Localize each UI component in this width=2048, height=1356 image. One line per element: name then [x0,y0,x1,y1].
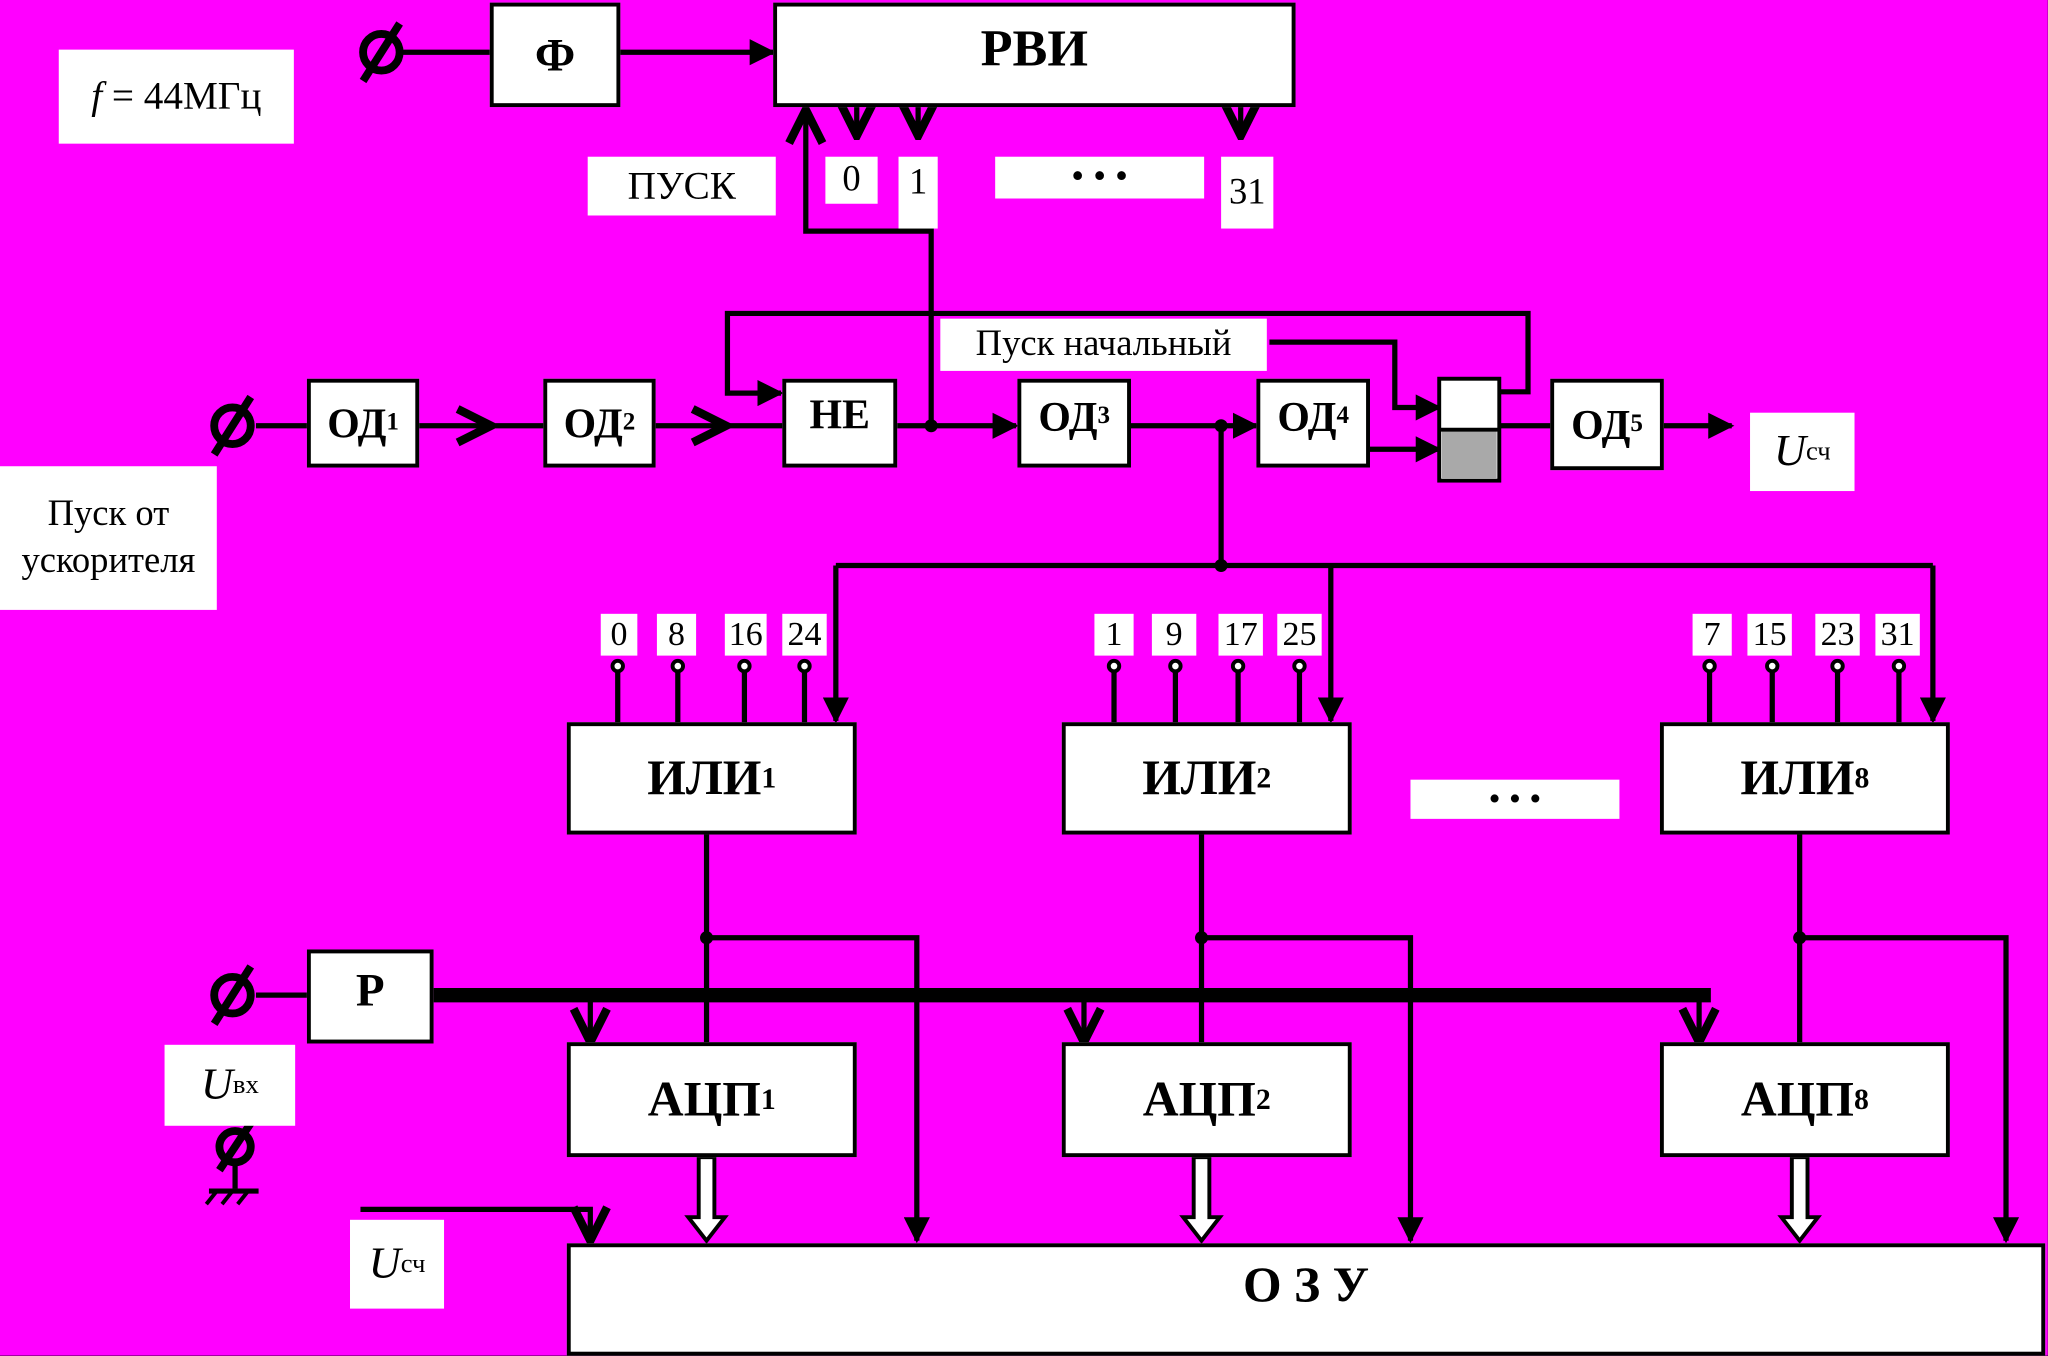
frequency-label: f = 44МГц [58,49,294,144]
trigger-flipflop [1437,376,1502,483]
block-ne-label: НЕ [809,389,870,437]
block-rvi: РВИ [773,2,1296,108]
or1-input-label: 0 [600,613,638,656]
or8-input-label: 7 [1692,613,1732,656]
frequency-symbol: f [91,74,103,118]
block-od1-index: 1 [386,408,399,437]
u-counter-input-symbol: U [368,1239,401,1288]
or8-input-label: 31 [1875,613,1920,656]
block-r-label: Р [355,963,385,1017]
block-adc2-label: АЦП [1142,1072,1256,1128]
block-adc8-index: 8 [1853,1082,1869,1116]
rvi-output-31: 31 [1221,156,1274,229]
or1-input-label: 8 [656,613,697,656]
rvi-output-0: 0 [825,156,878,204]
initial-start-label: Пуск начальный [940,318,1267,371]
block-or8-index: 8 [1854,761,1870,795]
block-r: Р [306,949,434,1044]
block-phi: Ф [489,2,621,108]
or-blocks-ellipsis: • • • [1410,779,1620,819]
block-od2-index: 2 [622,408,636,437]
block-od1-label: ОД [327,398,387,446]
block-od4-index: 4 [1336,402,1350,430]
rvi-output-1: 1 [898,156,938,229]
frequency-value: = 44МГц [111,74,262,118]
block-or2-index: 2 [1256,761,1272,795]
block-or2-label: ИЛИ [1142,750,1257,806]
or2-input-label: 25 [1277,613,1322,656]
u-input-subscript: вх [232,1070,259,1099]
block-ozu: О З У [566,1243,2046,1356]
block-ozu-label: О З У [1242,1257,1370,1313]
accelerator-start-line2: ускорителя [21,540,196,582]
or2-input-label: 9 [1151,613,1197,656]
or8-input-label: 15 [1747,613,1792,656]
u-input-symbol: U [200,1060,233,1109]
terminal-icon [210,21,404,1173]
u-counter-output-symbol: U [1773,427,1806,476]
block-phi-label: Ф [534,28,576,81]
u-counter-output-subscript: сч [1805,436,1831,466]
or8-input-label: 23 [1815,613,1860,656]
start-label: ПУСК [587,156,776,216]
block-adc1-index: 1 [760,1082,776,1116]
block-od2-label: ОД [563,398,623,446]
or2-input-label: 17 [1218,613,1263,656]
block-rvi-label: РВИ [980,17,1089,77]
rvi-outputs-ellipsis: • • • [995,156,1205,199]
block-od3-index: 3 [1097,402,1111,430]
accelerator-start-line1: Пуск от [47,493,170,534]
block-od5-label: ОД [1571,400,1631,448]
block-adc8-label: АЦП [1740,1072,1854,1128]
u-counter-input-subscript: сч [400,1249,426,1278]
block-adc1-label: АЦП [647,1072,761,1128]
block-or1-index: 1 [761,761,777,795]
block-od3-label: ОД [1038,392,1098,440]
block-or8-label: ИЛИ [1740,750,1855,806]
or1-input-label: 24 [782,613,827,656]
block-adc2-index: 2 [1255,1082,1271,1116]
accelerator-start-label: Пуск от ускорителя [0,466,217,610]
block-od4-label: ОД [1277,392,1337,440]
block-or1-label: ИЛИ [647,750,762,806]
block-od5-index: 5 [1630,410,1643,438]
or2-input-label: 1 [1094,613,1134,656]
or1-input-label: 16 [724,613,767,656]
block-ne: НЕ [782,378,898,468]
